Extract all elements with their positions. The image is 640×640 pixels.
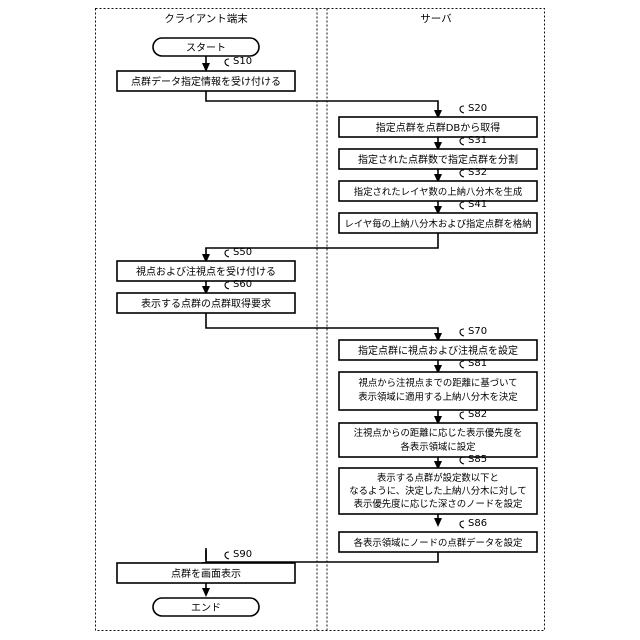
edge-s41-s50	[202, 233, 439, 263]
node-s85[interactable]: 表示する点群が設定数以下と なるように、決定した上納八分木に対して 表示優先度に…	[338, 454, 538, 515]
s81-step-label: S81	[468, 358, 487, 369]
edge-s90-end	[202, 583, 210, 597]
s82-label-line1: 注視点からの距離に応じた表示優先度を	[354, 427, 523, 439]
s20-label: 指定点群を点群DBから取得	[376, 121, 501, 134]
s60-box	[116, 292, 296, 314]
s82-box	[338, 422, 538, 458]
s85-label-line3: 表示優先度に応じた深さのノードを設定	[354, 498, 523, 510]
s60-step-label: S60	[233, 279, 252, 290]
edge-s20-s31	[434, 137, 442, 151]
s20-step-label: S20	[468, 103, 487, 114]
s20-box	[338, 116, 538, 138]
node-s32[interactable]: 指定されたレイヤ数の上納八分木を生成 S32	[338, 167, 538, 202]
edge-start-s10	[202, 56, 210, 72]
node-s70[interactable]: 指定点群に視点および注視点を設定 S70	[338, 326, 538, 361]
node-s50[interactable]: 視点および注視点を受け付ける S50	[116, 247, 296, 282]
start-label: スタート	[186, 42, 226, 54]
s50-step-label: S50	[233, 247, 252, 258]
s81-label-line2: 表示領域に適用する上納八分木を決定	[358, 391, 517, 403]
s90-box	[116, 562, 296, 584]
s82-label-line2: 各表示領域に設定	[400, 441, 475, 453]
s86-step-label: S86	[468, 518, 487, 529]
s10-label: 点群データ指定情報を受け付ける	[131, 75, 281, 88]
s81-label-line1: 視点から注視点までの距離に基づいて	[358, 377, 517, 389]
s41-label: レイヤ毎の上納八分木および指定点群を格納	[344, 218, 531, 230]
s31-step-label: S31	[468, 135, 487, 146]
node-s82[interactable]: 注視点からの距離に応じた表示優先度を 各表示領域に設定 S82	[338, 409, 538, 458]
s60-label: 表示する点群の点群取得要求	[141, 297, 271, 310]
s86-box	[338, 531, 538, 553]
node-s20[interactable]: 指定点群を点群DBから取得 S20	[338, 103, 538, 138]
s70-label: 指定点群に視点および注視点を設定	[358, 344, 518, 357]
s82-step-label: S82	[468, 409, 487, 420]
s41-step-label: S41	[468, 199, 487, 210]
s32-step-label: S32	[468, 167, 487, 178]
edge-s81-s82	[434, 410, 442, 425]
s50-box	[116, 260, 296, 282]
end-terminator-shape	[152, 597, 260, 617]
swimlane-frame	[95, 8, 545, 631]
edge-s60-s70	[205, 313, 442, 342]
edge-s85-s86	[434, 514, 442, 527]
node-s10[interactable]: 点群データ指定情報を受け付ける S10	[116, 56, 296, 92]
node-start[interactable]: スタート	[152, 37, 260, 57]
edge-s10-s20	[205, 90, 442, 119]
node-s60[interactable]: 表示する点群の点群取得要求 S60	[116, 279, 296, 314]
s70-step-label: S70	[468, 326, 487, 337]
edge-s70-s81	[434, 360, 442, 374]
end-label: エンド	[191, 603, 221, 614]
s50-label: 視点および注視点を受け付ける	[136, 265, 276, 278]
edge-s31-s32	[434, 169, 442, 183]
node-end[interactable]: エンド	[152, 597, 260, 617]
node-s86[interactable]: 各表示領域にノードの点群データを設定 S86	[338, 518, 538, 553]
lane-title-client: クライアント端末	[164, 12, 248, 25]
s41-box	[338, 212, 538, 234]
s85-box	[338, 467, 538, 515]
s86-label: 各表示領域にノードの点群データを設定	[354, 537, 523, 549]
s90-step-label: S90	[233, 549, 252, 560]
edge-s32-s41	[434, 201, 442, 215]
s32-label: 指定されたレイヤ数の上納八分木を生成	[354, 186, 522, 198]
s10-box	[116, 70, 296, 92]
s85-step-label: S85	[468, 454, 487, 465]
edge-s82-s85	[434, 457, 442, 470]
node-s41[interactable]: レイヤ毎の上納八分木および指定点群を格納 S41	[338, 199, 538, 234]
s31-label: 指定された点群数で指定点群を分割	[358, 153, 518, 166]
edge-s50-s60	[202, 281, 210, 295]
s85-label-line2: なるように、決定した上納八分木に対して	[349, 485, 527, 497]
node-s31[interactable]: 指定された点群数で指定点群を分割 S31	[338, 135, 538, 170]
s10-step-label: S10	[233, 56, 252, 67]
node-s90[interactable]: 点群を画面表示 S90	[116, 549, 296, 584]
s90-label: 点群を画面表示	[171, 567, 241, 580]
lane-title-server: サーバ	[420, 13, 452, 25]
s31-box	[338, 148, 538, 170]
start-terminator-shape	[152, 37, 260, 57]
s70-box	[338, 339, 538, 361]
s85-label-line1: 表示する点群が設定数以下と	[377, 472, 499, 484]
node-s81[interactable]: 視点から注視点までの距離に基づいて 表示領域に適用する上納八分木を決定 S81	[338, 358, 538, 411]
s81-box	[338, 371, 538, 411]
s32-box	[338, 180, 538, 202]
